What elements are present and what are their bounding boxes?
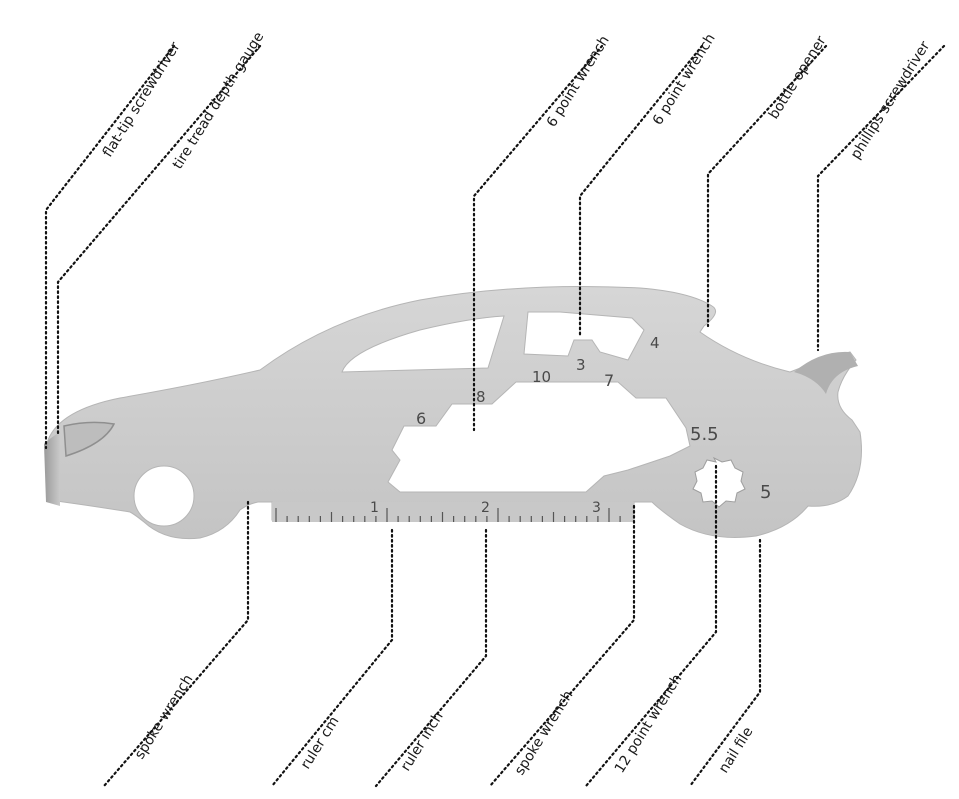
size-label-7: 7 — [604, 371, 614, 390]
twelve-point-hole — [692, 456, 746, 508]
flat-tip-edge — [44, 432, 60, 506]
ruler-strip — [272, 502, 634, 522]
ruler-ticks — [275, 508, 621, 522]
tread-gauge-notch — [63, 421, 116, 458]
leader-tread-gauge — [56, 44, 262, 438]
size-label-3: 3 — [576, 356, 586, 374]
callout-bottle-opener: bottle opener — [766, 33, 830, 122]
callout-nail-file: nail file — [716, 724, 757, 776]
ruler-number-2: 2 — [481, 500, 490, 516]
callout-tire-tread-depth-gauge: tire tread depth gauge — [170, 29, 268, 172]
tool-body — [47, 286, 862, 540]
leader-spoke-wrench-b — [488, 504, 636, 788]
leader-lines-top — [44, 44, 946, 450]
phillips-tip — [794, 351, 858, 394]
leader-nail-file — [688, 538, 762, 788]
callout-ruler-cm: ruler cm — [298, 714, 343, 772]
callout-labels-bottom: spoke wrench ruler cm ruler inch spoke w… — [132, 671, 757, 778]
callout-spoke-wrench-b: spoke wrench — [512, 688, 577, 778]
callout-phillips-screwdriver: phillips screwdriver — [848, 38, 934, 162]
leader-6pt-wrench-b — [578, 44, 704, 338]
callout-ruler-inch: ruler inch — [398, 709, 447, 774]
size-label-10: 10 — [532, 368, 551, 386]
car-multitool — [44, 286, 862, 540]
ruler-number-3: 3 — [592, 500, 601, 516]
size-label-6: 6 — [416, 409, 426, 428]
leader-ruler-inch — [374, 528, 488, 788]
callout-6-point-wrench-a: 6 point wrench — [544, 33, 613, 130]
leader-bottle-opener — [706, 44, 828, 328]
leader-lines-bottom — [102, 464, 762, 788]
leader-flat-tip — [44, 44, 176, 450]
callout-12-point-wrench: 12 point wrench — [612, 671, 686, 776]
leader-phillips — [816, 44, 946, 352]
size-label-8: 8 — [476, 388, 486, 406]
callout-flat-tip-screwdriver: flat-tip screwdriver — [100, 39, 184, 160]
wrench-size-labels: 6 8 10 3 7 4 5.5 5 — [416, 334, 771, 503]
leader-spoke-wrench-a — [102, 500, 250, 788]
callout-spoke-wrench-a: spoke wrench — [132, 672, 197, 762]
callout-labels-top: flat-tip screwdriver tire tread depth ga… — [100, 29, 934, 172]
leader-6pt-wrench-a — [472, 44, 604, 432]
leader-12pt-wrench — [584, 464, 718, 788]
size-label-5: 5 — [760, 482, 771, 503]
leader-ruler-cm — [270, 528, 394, 788]
size-label-5-5: 5.5 — [690, 424, 719, 445]
ruler-numbers: 1 2 3 — [370, 500, 601, 516]
size-label-4: 4 — [650, 334, 660, 352]
callout-6-point-wrench-b: 6 point wrench — [650, 31, 719, 128]
ruler-number-1: 1 — [370, 500, 379, 516]
